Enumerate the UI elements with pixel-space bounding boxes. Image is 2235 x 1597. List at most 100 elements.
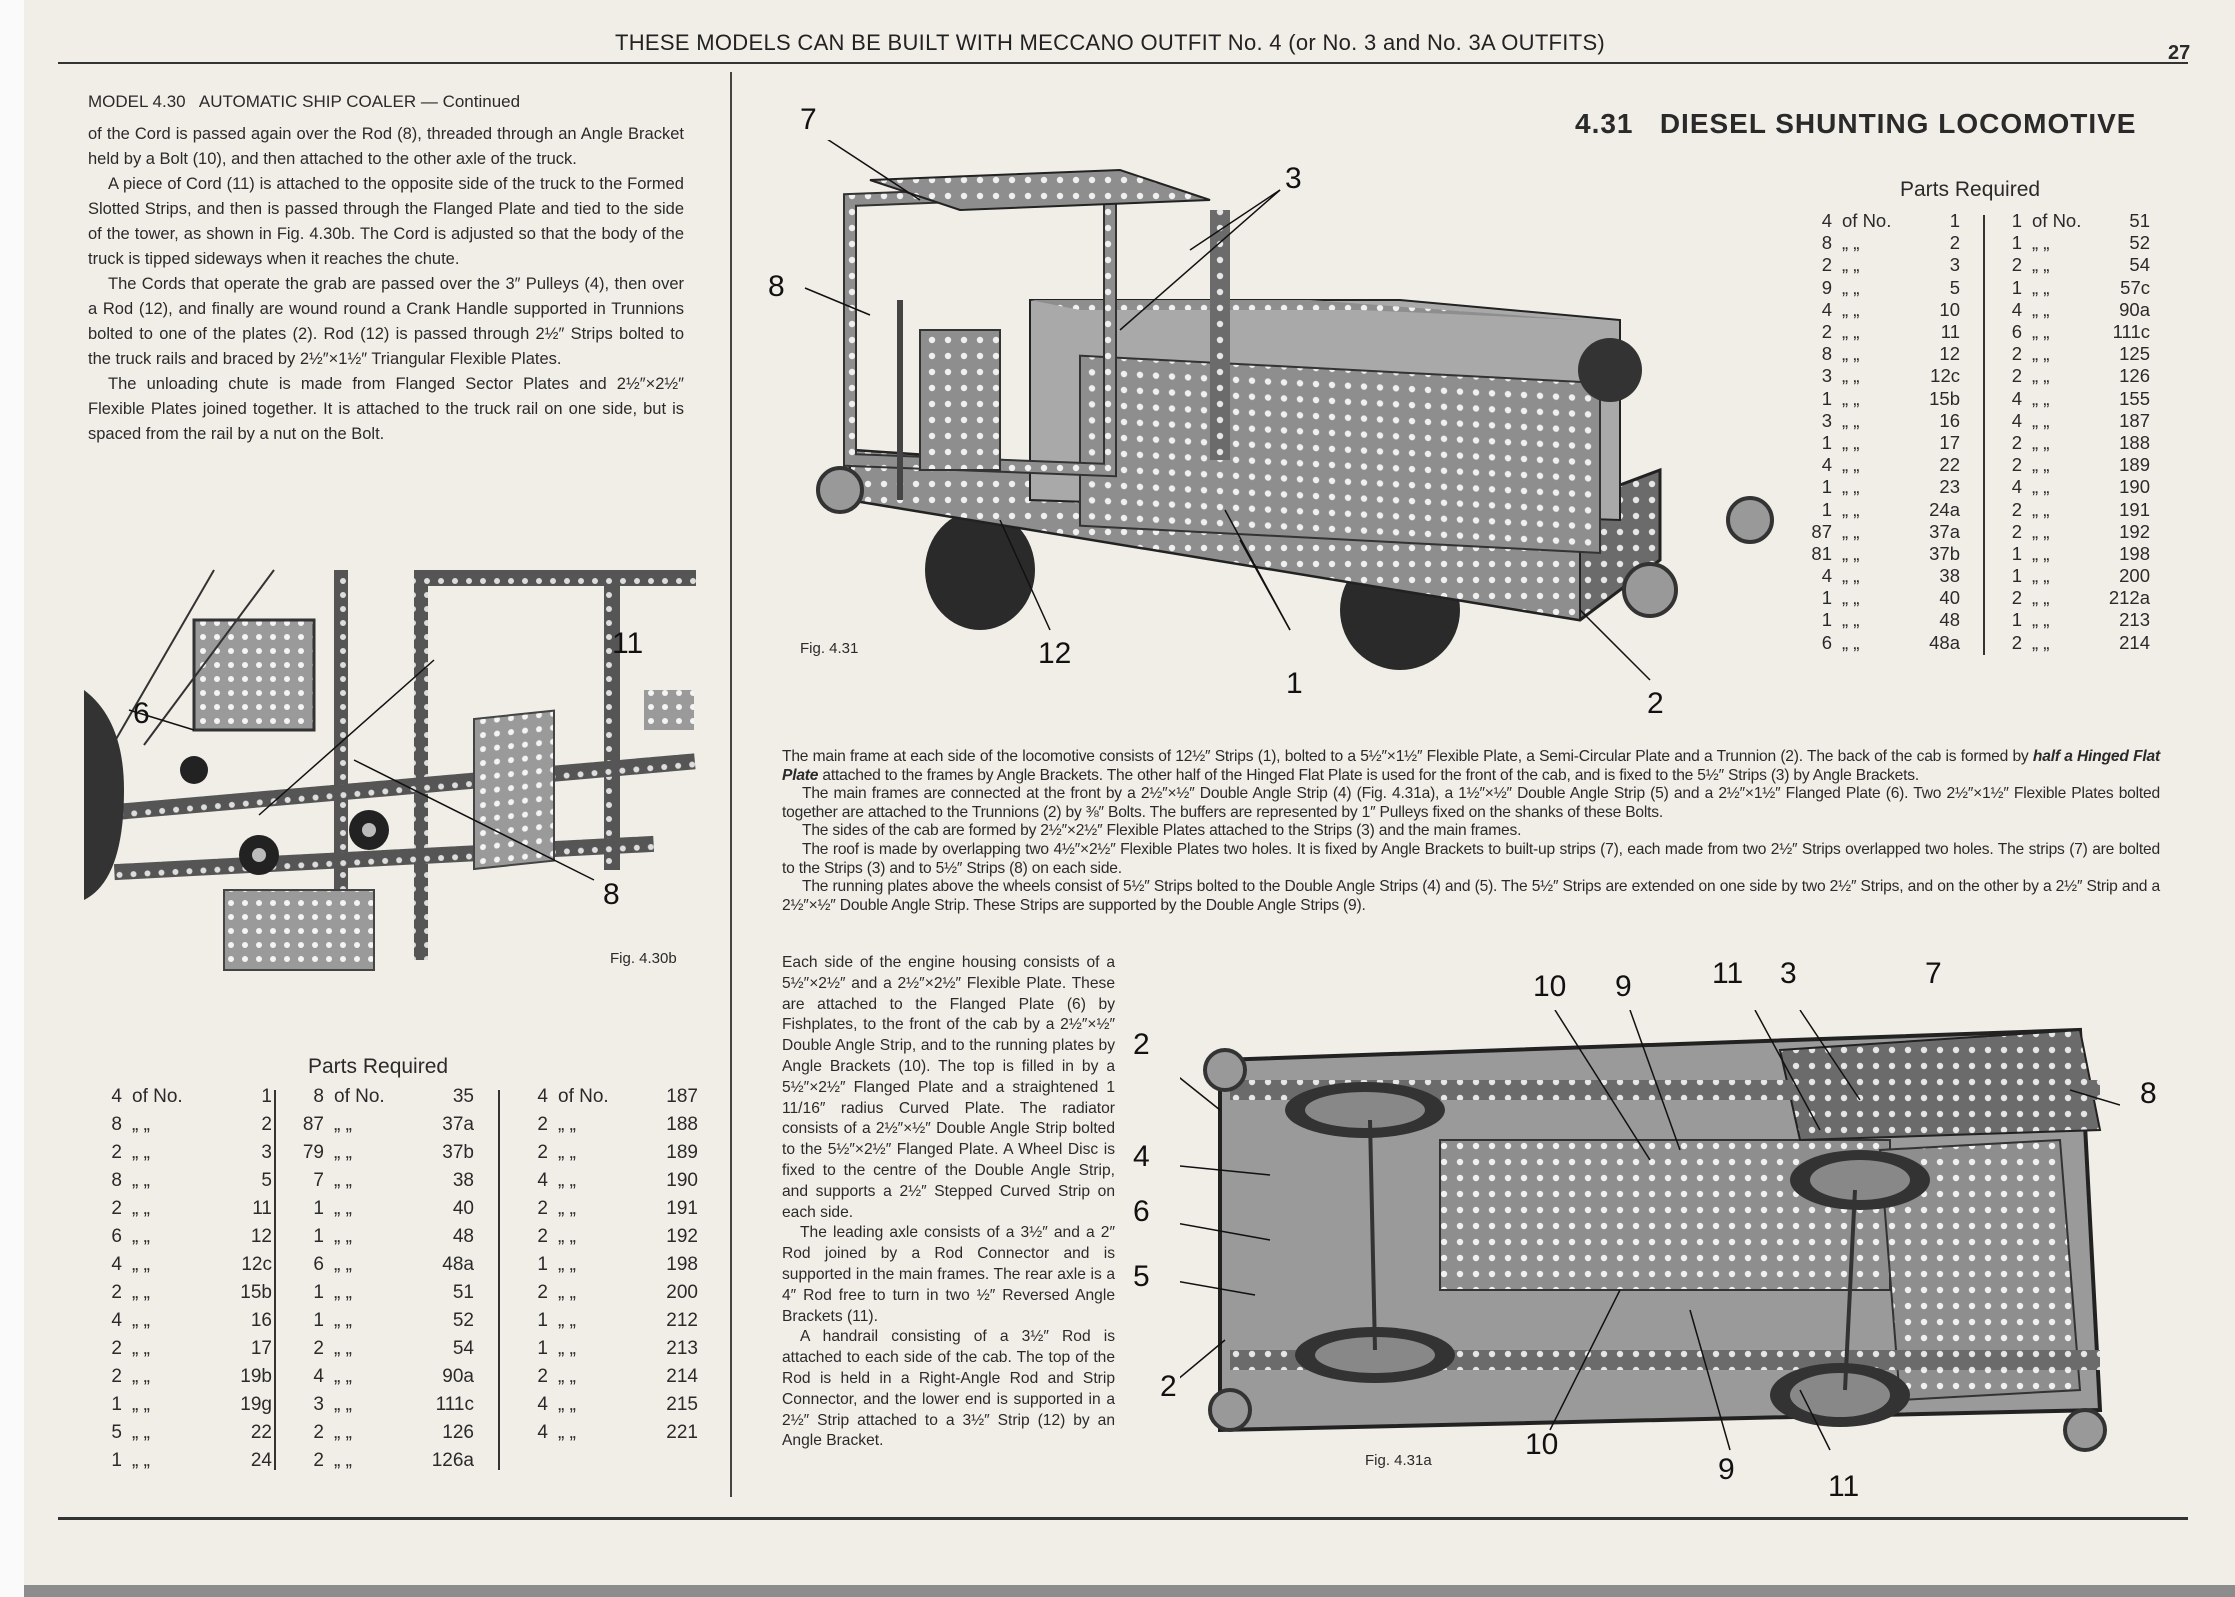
of-number-label: „ „: [2032, 431, 2050, 453]
part-quantity: 2: [313, 1422, 324, 1443]
footer-rule: [58, 1517, 2188, 1520]
callout-label: 4: [1133, 1140, 1150, 1173]
part-quantity: 4: [2011, 409, 2022, 431]
of-number-label: „ „: [558, 1142, 576, 1163]
callout-label: 8: [768, 270, 785, 303]
parts-row: 2„ „192: [514, 1223, 698, 1251]
page-header: THESE MODELS CAN BE BUILT WITH MECCANO O…: [615, 30, 1606, 55]
model-heading: MODEL 4.30 AUTOMATIC SHIP COALER — Conti…: [88, 92, 521, 111]
part-number: 90a: [442, 1366, 474, 1387]
figure-4-31-locomotive-illustration: [804, 140, 1774, 681]
part-quantity: 4: [2011, 298, 2022, 320]
parts-row: 1„ „40: [290, 1195, 474, 1223]
parts-row: 1„ „52: [1990, 232, 2150, 254]
paragraph: The unloading chute is made from Flanged…: [88, 375, 684, 443]
part-quantity: 8: [1821, 232, 1832, 254]
part-number: 125: [2119, 343, 2150, 365]
part-quantity: 2: [537, 1114, 548, 1135]
parts-row: 4„ „190: [1990, 476, 2150, 498]
parts-row: 4„ „12c: [88, 1251, 272, 1279]
of-number-label: „ „: [2032, 609, 2050, 631]
emphasis-text: half a Hinged Flat Plate: [782, 748, 2160, 784]
of-number-label: „ „: [1842, 276, 1860, 298]
parts-row: 1„ „48: [1800, 609, 1960, 631]
part-number: 38: [452, 1170, 474, 1191]
of-number-label: „ „: [334, 1366, 352, 1387]
figure-caption: Fig. 4.31: [800, 640, 859, 657]
parts-row: 4„ „10: [1800, 299, 1960, 321]
part-number: 51: [2129, 210, 2150, 232]
part-quantity: 1: [111, 1394, 122, 1415]
part-number: 198: [666, 1254, 698, 1275]
of-number-label: of No.: [1842, 210, 1892, 232]
part-quantity: 2: [2011, 498, 2022, 520]
column-divider: [730, 72, 732, 1497]
part-number: 11: [252, 1198, 272, 1219]
part-number: 48a: [1929, 631, 1960, 653]
callout-label: 6: [1133, 1195, 1150, 1228]
part-quantity: 2: [1821, 321, 1832, 343]
part-quantity: 1: [111, 1450, 122, 1471]
part-number: 48: [452, 1226, 474, 1247]
of-number-label: „ „: [2032, 520, 2050, 542]
of-number-label: „ „: [1842, 565, 1860, 587]
of-number-label: „ „: [558, 1394, 576, 1415]
of-number-label: „ „: [2032, 232, 2050, 254]
part-number: 198: [2119, 542, 2150, 564]
of-number-label: „ „: [558, 1282, 576, 1303]
paragraph: The main frame at each side of the locom…: [782, 748, 2160, 785]
of-number-label: „ „: [2032, 565, 2050, 587]
of-number-label: „ „: [558, 1170, 576, 1191]
part-number: 188: [666, 1114, 698, 1135]
of-number-label: „ „: [132, 1394, 150, 1415]
part-quantity: 6: [2011, 321, 2022, 343]
paragraph: The leading axle consists of a 3½″ and a…: [782, 1224, 1115, 1325]
paragraph: The main frames are connected at the fro…: [782, 785, 2160, 821]
part-number: 12c: [241, 1254, 272, 1275]
of-number-label: „ „: [334, 1114, 352, 1135]
column-rule: [498, 1090, 500, 1470]
part-quantity: 87: [1811, 520, 1832, 542]
parts-row: 2„ „17: [88, 1335, 272, 1363]
of-number-label: „ „: [334, 1450, 352, 1471]
of-number-label: „ „: [1842, 409, 1860, 431]
callout-label: 5: [1133, 1260, 1150, 1293]
parts-row: 1„ „198: [514, 1251, 698, 1279]
part-quantity: 1: [1821, 476, 1832, 498]
parts-row: 1„ „51: [290, 1279, 474, 1307]
of-number-label: „ „: [558, 1366, 576, 1387]
part-number: 200: [666, 1282, 698, 1303]
of-number-label: „ „: [334, 1310, 352, 1331]
part-number: 189: [2119, 454, 2150, 476]
part-quantity: 2: [111, 1198, 122, 1219]
parts-row: 4„ „187: [1990, 410, 2150, 432]
part-number: 54: [452, 1338, 474, 1359]
of-number-label: „ „: [1842, 254, 1860, 276]
callout-label: 8: [2140, 1077, 2157, 1110]
parts-row: 5„ „22: [88, 1419, 272, 1447]
part-quantity: 1: [1821, 387, 1832, 409]
part-number: 188: [2119, 431, 2150, 453]
part-quantity: 1: [1821, 498, 1832, 520]
callout-label: 3: [1285, 162, 1302, 195]
parts-row: 4„ „215: [514, 1391, 698, 1419]
of-number-label: of No.: [132, 1086, 183, 1107]
part-quantity: 1: [2011, 210, 2022, 232]
part-quantity: 81: [1811, 542, 1832, 564]
parts-row: 2„ „192: [1990, 521, 2150, 543]
callout-label: 6: [133, 697, 150, 730]
part-number: 23: [1939, 476, 1960, 498]
of-number-label: „ „: [558, 1226, 576, 1247]
part-quantity: 4: [537, 1422, 548, 1443]
parts-row: 4„ „16: [88, 1307, 272, 1335]
part-quantity: 2: [537, 1226, 548, 1247]
part-number: 22: [250, 1422, 272, 1443]
part-quantity: 1: [2011, 232, 2022, 254]
of-number-label: „ „: [1842, 298, 1860, 320]
